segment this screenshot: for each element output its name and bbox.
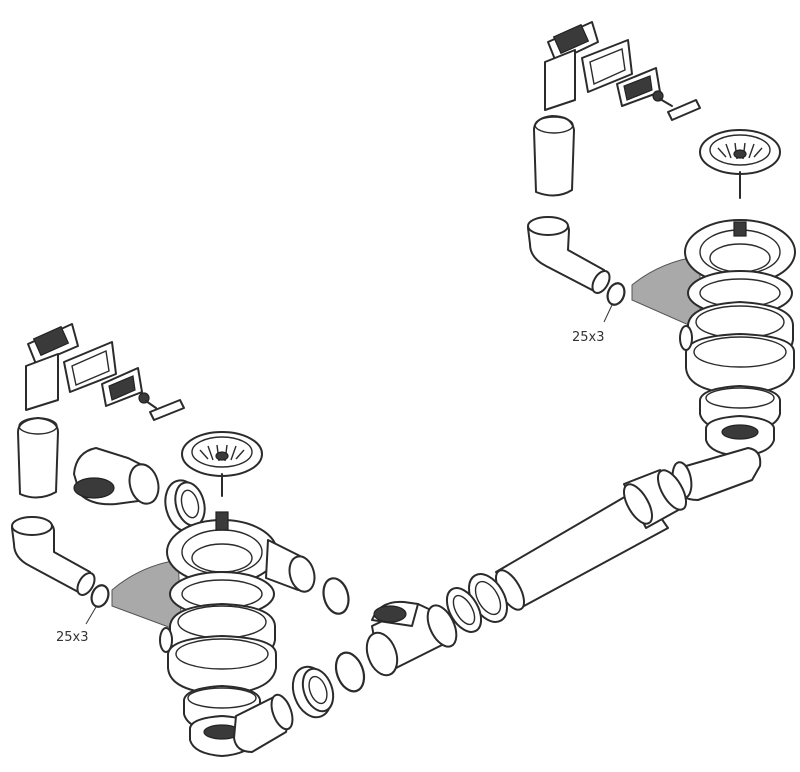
right-bottom-nut	[705, 415, 775, 457]
right-overflow-assembly: 25x3	[527, 21, 701, 345]
left-overflow-gasket	[101, 367, 143, 407]
left-strainer-basket	[181, 431, 263, 497]
right-oring-leader	[603, 304, 613, 323]
left-overflow-tube	[17, 417, 59, 499]
right-overflow-outlet-cover	[544, 21, 599, 111]
tee-connector	[365, 600, 458, 677]
right-overflow-frame	[581, 39, 633, 93]
left-overflow-oring: 25x3	[56, 584, 110, 645]
left-waste-elbow	[73, 447, 160, 506]
center-nut	[291, 665, 335, 719]
left-sink-outlet-stack	[111, 511, 350, 757]
right-overflow-oring: 25x3	[572, 282, 626, 345]
left-side-oring	[322, 577, 350, 615]
left-overflow-elbow	[11, 516, 96, 596]
right-strainer-basket	[699, 129, 781, 199]
connecting-pipe	[495, 469, 687, 611]
left-overflow-cap	[149, 399, 185, 421]
left-outlet-elbow	[233, 693, 294, 753]
left-overflow-frame	[63, 341, 117, 393]
left-overflow-assembly: 25x3	[11, 323, 185, 645]
left-outlet-flange	[166, 511, 278, 585]
right-overflow-elbow	[527, 216, 611, 294]
right-sink-outlet-stack	[631, 219, 796, 457]
right-overflow-cap	[667, 99, 701, 121]
right-oring-label: 25x3	[572, 330, 605, 345]
pipe-nut-center	[445, 573, 508, 633]
left-waste-nut	[164, 479, 206, 533]
left-oring-leader	[85, 606, 97, 625]
left-side-outlet	[265, 539, 316, 593]
right-overflow-screw	[652, 90, 673, 107]
left-outlet-body	[159, 627, 277, 695]
right-outlet-flange	[684, 219, 796, 285]
right-outlet-body	[679, 325, 795, 395]
left-overflow-outlet-cover	[25, 323, 79, 411]
center-oring	[334, 651, 366, 693]
right-overflow-tube	[533, 115, 575, 197]
left-oring-label: 25x3	[56, 630, 89, 645]
left-overflow-screw	[138, 392, 157, 409]
